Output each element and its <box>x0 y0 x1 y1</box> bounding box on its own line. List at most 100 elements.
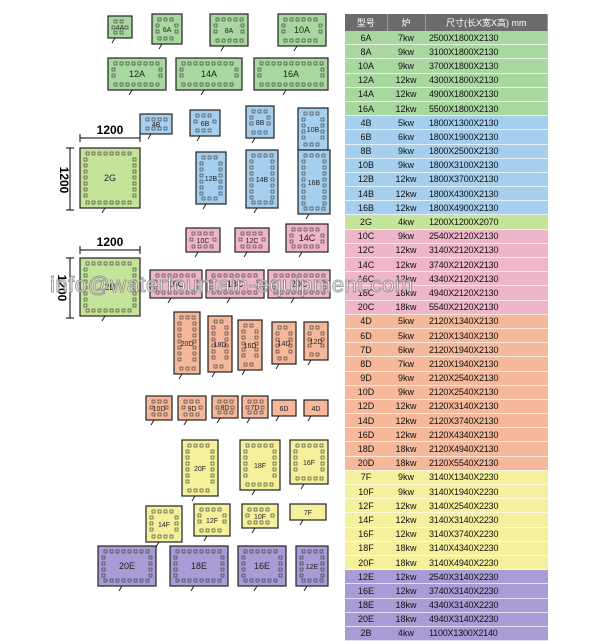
bench-mark <box>322 159 327 164</box>
bench-mark <box>217 578 222 583</box>
bench-mark <box>181 82 186 87</box>
bench-mark <box>174 29 179 34</box>
bench-mark <box>151 399 156 404</box>
room-label: 12E <box>306 564 319 571</box>
heater-cell: 12kw <box>387 413 425 429</box>
dimension-cell: 1800X4300X2130 <box>425 186 548 202</box>
bench-mark <box>283 325 288 330</box>
bench-mark <box>199 167 204 172</box>
bench-mark <box>313 549 318 554</box>
bench-mark <box>239 17 244 22</box>
bench-mark <box>227 17 232 22</box>
bench-mark <box>315 153 320 158</box>
door-icon <box>190 585 202 592</box>
model-cell: 12B <box>345 172 387 188</box>
bench-mark <box>163 126 168 131</box>
bench-mark <box>249 549 254 554</box>
room-label: 16F <box>303 460 315 467</box>
bench-mark <box>261 237 266 242</box>
bench-mark <box>322 183 327 188</box>
model-cell: 16B <box>345 200 387 216</box>
bench-mark <box>187 578 192 583</box>
bench-mark <box>189 399 194 404</box>
room-14a: 14A <box>175 57 243 96</box>
bench-mark <box>234 67 239 72</box>
bench-mark <box>246 231 251 236</box>
room-outline <box>97 545 157 587</box>
bench-mark <box>295 82 300 87</box>
bench-mark <box>193 443 198 448</box>
bench-mark <box>164 405 169 410</box>
bench-mark <box>281 23 286 28</box>
bench-mark <box>243 449 248 454</box>
bench-mark <box>229 290 234 295</box>
heater-cell: 6kw <box>387 129 425 145</box>
dimension-cell: 2120X1940X2130 <box>425 342 548 358</box>
bench-mark <box>271 285 276 290</box>
dimension-cell: 1800X3700X2130 <box>425 172 548 188</box>
model-cell: 10C <box>345 229 387 244</box>
bench-mark <box>270 189 275 194</box>
dimension-cell: 5540X2120X2130 <box>425 300 548 315</box>
bench-mark <box>179 366 184 371</box>
model-cell: 10B <box>345 158 387 173</box>
bench-mark <box>173 567 178 572</box>
heater-cell: 9kw <box>387 470 425 486</box>
bench-mark <box>251 482 256 487</box>
bench-mark <box>223 273 228 278</box>
bench-mark <box>229 399 234 404</box>
bench-mark <box>191 315 196 320</box>
door-icon <box>241 369 253 376</box>
dimension-cell: 2120X4340X2130 <box>425 427 548 443</box>
bench-mark <box>211 273 216 278</box>
heater-cell: 9kw <box>387 158 425 173</box>
dimension-cell: 1800X1900X2130 <box>425 129 548 145</box>
heater-cell: 12kw <box>387 271 425 287</box>
bench-mark <box>243 549 248 554</box>
bench-mark <box>320 455 325 460</box>
bench-mark <box>173 273 178 278</box>
bench-mark <box>257 130 262 135</box>
bench-mark <box>245 405 250 410</box>
bench-mark <box>238 237 243 242</box>
model-cell: 2G <box>345 214 387 230</box>
room-outline <box>149 269 203 299</box>
bench-mark <box>279 273 284 278</box>
bench-mark <box>240 244 245 249</box>
model-cell: 12F <box>345 498 387 514</box>
heater-cell: 9kw <box>387 144 425 159</box>
bench-mark <box>278 555 283 560</box>
bench-mark <box>243 323 248 328</box>
bench-mark <box>241 353 246 358</box>
bench-mark <box>103 261 108 266</box>
dimension-2b-height: 1200 <box>55 275 69 302</box>
bench-mark <box>220 573 225 578</box>
bench-mark <box>265 507 270 512</box>
bench-mark <box>181 578 186 583</box>
heater-cell: 9kw <box>387 44 425 60</box>
bench-mark <box>193 549 198 554</box>
room-label: 20F <box>194 466 206 473</box>
bench-mark <box>197 513 202 518</box>
bench-mark <box>241 273 246 278</box>
bench-mark <box>132 297 137 302</box>
bench-mark <box>307 549 312 554</box>
bench-mark <box>270 513 275 518</box>
bench-mark <box>163 412 168 417</box>
bench-mark <box>299 573 304 578</box>
bench-mark <box>211 549 216 554</box>
bench-mark <box>240 29 245 34</box>
bench-mark <box>289 233 294 238</box>
bench-mark <box>260 405 265 410</box>
room-6d: 6D <box>271 399 297 422</box>
bench-mark <box>257 482 262 487</box>
bench-mark <box>121 151 126 156</box>
